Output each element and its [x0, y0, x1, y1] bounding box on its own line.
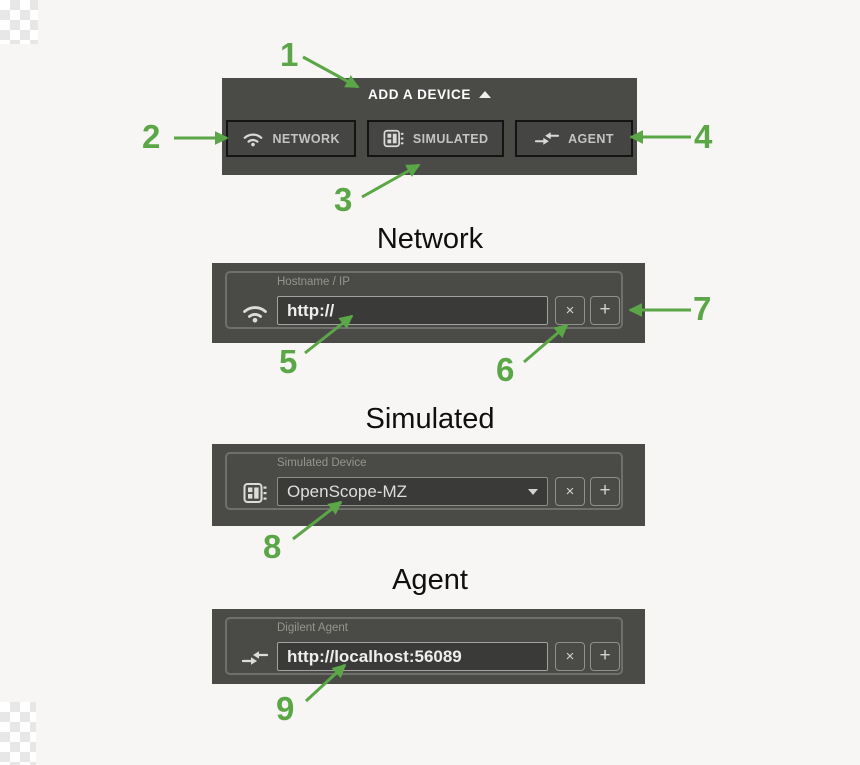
chip-icon	[238, 479, 272, 507]
hostname-ip-input[interactable]	[277, 296, 548, 325]
annotation-number-7: 7	[693, 290, 712, 327]
network-button-label: NETWORK	[272, 131, 340, 146]
network-section-title: Network	[376, 223, 484, 255]
agent-device-row: Digilent Agent × +	[212, 609, 645, 684]
annotation-number-5: 5	[279, 343, 298, 380]
agent-remove-button[interactable]: ×	[555, 642, 585, 671]
annotation-number-9: 9	[276, 690, 295, 727]
annotation-number-8: 8	[263, 528, 282, 565]
simulated-device-select[interactable]: OpenScope-MZ	[277, 477, 548, 506]
agent-row-container: Digilent Agent × +	[225, 617, 623, 675]
add-device-title: ADD A DEVICE	[368, 87, 471, 102]
annotation-number-2: 2	[142, 118, 161, 155]
wifi-icon	[242, 130, 264, 147]
hostname-ip-label: Hostname / IP	[277, 276, 350, 288]
add-device-panel: ADD A DEVICE NETWORK	[222, 78, 637, 175]
annotation-number-3: 3	[334, 181, 353, 218]
simulated-device-selected-option: OpenScope-MZ	[287, 481, 407, 501]
annotation-number-6: 6	[496, 351, 515, 388]
simulated-button-label: SIMULATED	[412, 131, 489, 146]
wifi-icon	[238, 298, 272, 326]
transparency-checker	[0, 702, 36, 765]
network-add-button[interactable]: +	[590, 296, 620, 325]
add-device-header[interactable]: ADD A DEVICE	[222, 87, 637, 102]
caret-down-icon	[528, 488, 538, 495]
simulated-remove-button[interactable]: ×	[555, 477, 585, 506]
device-type-buttons: NETWORK SIMULATED	[222, 120, 637, 157]
caret-up-icon	[478, 91, 491, 98]
network-device-row: Hostname / IP × +	[212, 263, 645, 343]
chip-icon	[383, 129, 404, 148]
agent-arrows-icon	[238, 644, 272, 672]
annotation-number-4: 4	[694, 118, 713, 155]
transparency-checker	[0, 0, 38, 44]
agent-section-title: Agent	[392, 564, 468, 596]
simulated-device-row: Simulated Device OpenScope-MZ × +	[212, 444, 645, 526]
simulated-device-label: Simulated Device	[277, 457, 367, 469]
agent-url-input[interactable]	[277, 642, 548, 671]
simulated-row-container: Simulated Device OpenScope-MZ × +	[225, 452, 623, 510]
annotation-number-1: 1	[280, 36, 299, 73]
agent-button-label: AGENT	[568, 131, 614, 146]
network-button[interactable]: NETWORK	[225, 120, 356, 157]
agent-arrows-icon	[535, 131, 560, 146]
simulated-button[interactable]: SIMULATED	[366, 120, 505, 157]
agent-button[interactable]: AGENT	[515, 120, 634, 157]
simulated-section-title: Simulated	[365, 403, 495, 435]
digilent-agent-label: Digilent Agent	[277, 622, 348, 634]
simulated-add-button[interactable]: +	[590, 477, 620, 506]
network-remove-button[interactable]: ×	[555, 296, 585, 325]
network-row-container: Hostname / IP × +	[225, 271, 623, 329]
agent-add-button[interactable]: +	[590, 642, 620, 671]
